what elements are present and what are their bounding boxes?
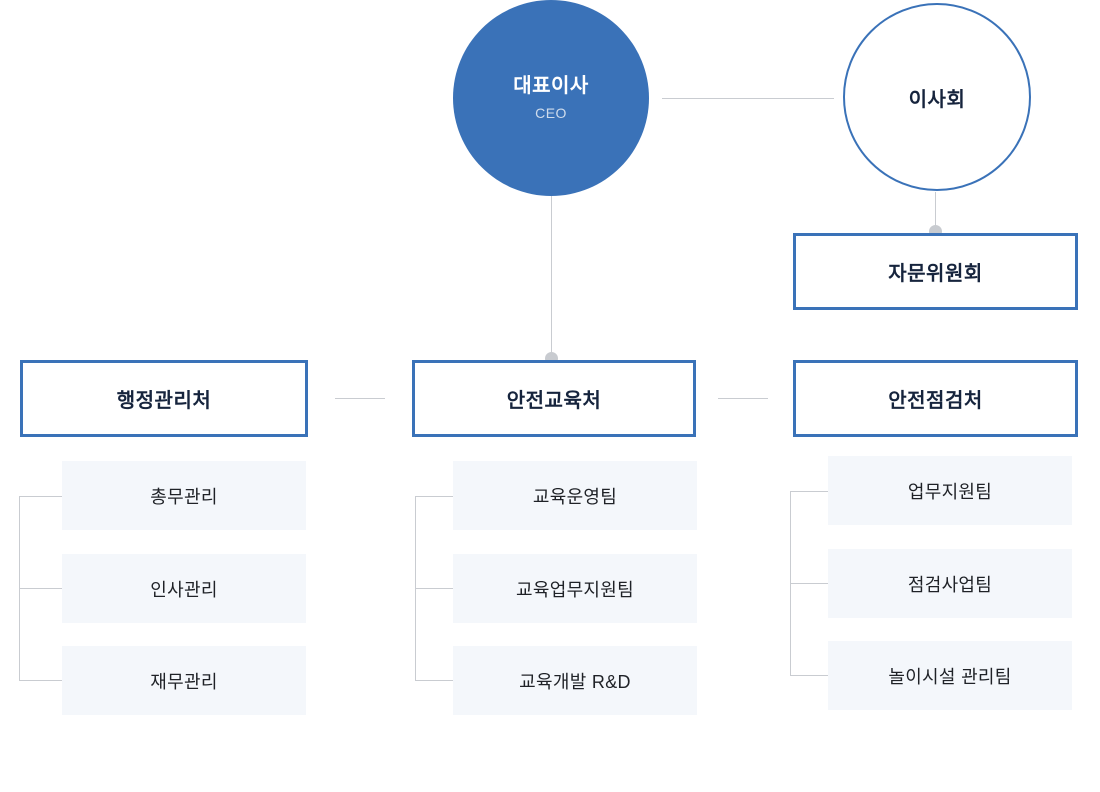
- team-label: 점검사업팀: [907, 574, 993, 595]
- department-title-safety-education: 안전교육처: [506, 390, 602, 412]
- department-title-administration: 행정관리처: [116, 390, 212, 412]
- connector-ceo-to-board: [662, 98, 834, 99]
- bracket-stub-safety-education-2: [415, 680, 454, 681]
- connector-safety-education-to-safety-inspection: [718, 398, 768, 399]
- team-item[interactable]: 업무지원팀: [828, 456, 1072, 525]
- team-item[interactable]: 총무관리: [62, 461, 306, 530]
- team-item[interactable]: 재무관리: [62, 646, 306, 715]
- team-label: 교육업무지원팀: [515, 579, 635, 600]
- bracket-stub-safety-inspection-2: [790, 675, 829, 676]
- bracket-stub-safety-education-0: [415, 496, 454, 497]
- team-item[interactable]: 교육개발 R&D: [453, 646, 697, 715]
- team-item[interactable]: 교육운영팀: [453, 461, 697, 530]
- team-label: 교육개발 R&D: [519, 671, 631, 692]
- node-board[interactable]: 이사회: [843, 3, 1031, 191]
- bracket-stub-safety-inspection-1: [790, 583, 829, 584]
- team-item[interactable]: 점검사업팀: [828, 549, 1072, 618]
- node-ceo-title: 대표이사: [513, 75, 589, 97]
- node-board-title: 이사회: [908, 88, 966, 111]
- bracket-stub-administration-1: [19, 588, 63, 589]
- department-title-safety-inspection: 안전점검처: [888, 390, 983, 412]
- connector-ceo-to-safety-education: [551, 170, 552, 360]
- department-box-administration[interactable]: 행정관리처: [20, 360, 308, 437]
- team-label: 업무지원팀: [907, 481, 993, 502]
- bracket-stub-safety-education-1: [415, 588, 454, 589]
- bracket-stub-safety-inspection-0: [790, 491, 829, 492]
- node-advisory-committee[interactable]: 자문위원회: [793, 233, 1078, 310]
- connector-admin-to-safety-education: [335, 398, 385, 399]
- bracket-stub-administration-2: [19, 680, 63, 681]
- team-label: 총무관리: [150, 486, 218, 507]
- team-label: 재무관리: [150, 671, 218, 692]
- team-label: 인사관리: [150, 579, 218, 600]
- bracket-stub-administration-0: [19, 496, 63, 497]
- node-advisory-committee-title: 자문위원회: [888, 263, 983, 285]
- team-label: 교육운영팀: [532, 486, 618, 507]
- team-label: 놀이시설 관리팀: [888, 666, 1012, 687]
- connector-board-to-advisory: [935, 192, 936, 237]
- department-box-safety-education[interactable]: 안전교육처: [412, 360, 696, 437]
- node-ceo[interactable]: 대표이사 CEO: [453, 0, 649, 196]
- node-ceo-subtitle: CEO: [535, 105, 567, 121]
- department-box-safety-inspection[interactable]: 안전점검처: [793, 360, 1078, 437]
- team-item[interactable]: 인사관리: [62, 554, 306, 623]
- team-item[interactable]: 교육업무지원팀: [453, 554, 697, 623]
- team-item[interactable]: 놀이시설 관리팀: [828, 641, 1072, 710]
